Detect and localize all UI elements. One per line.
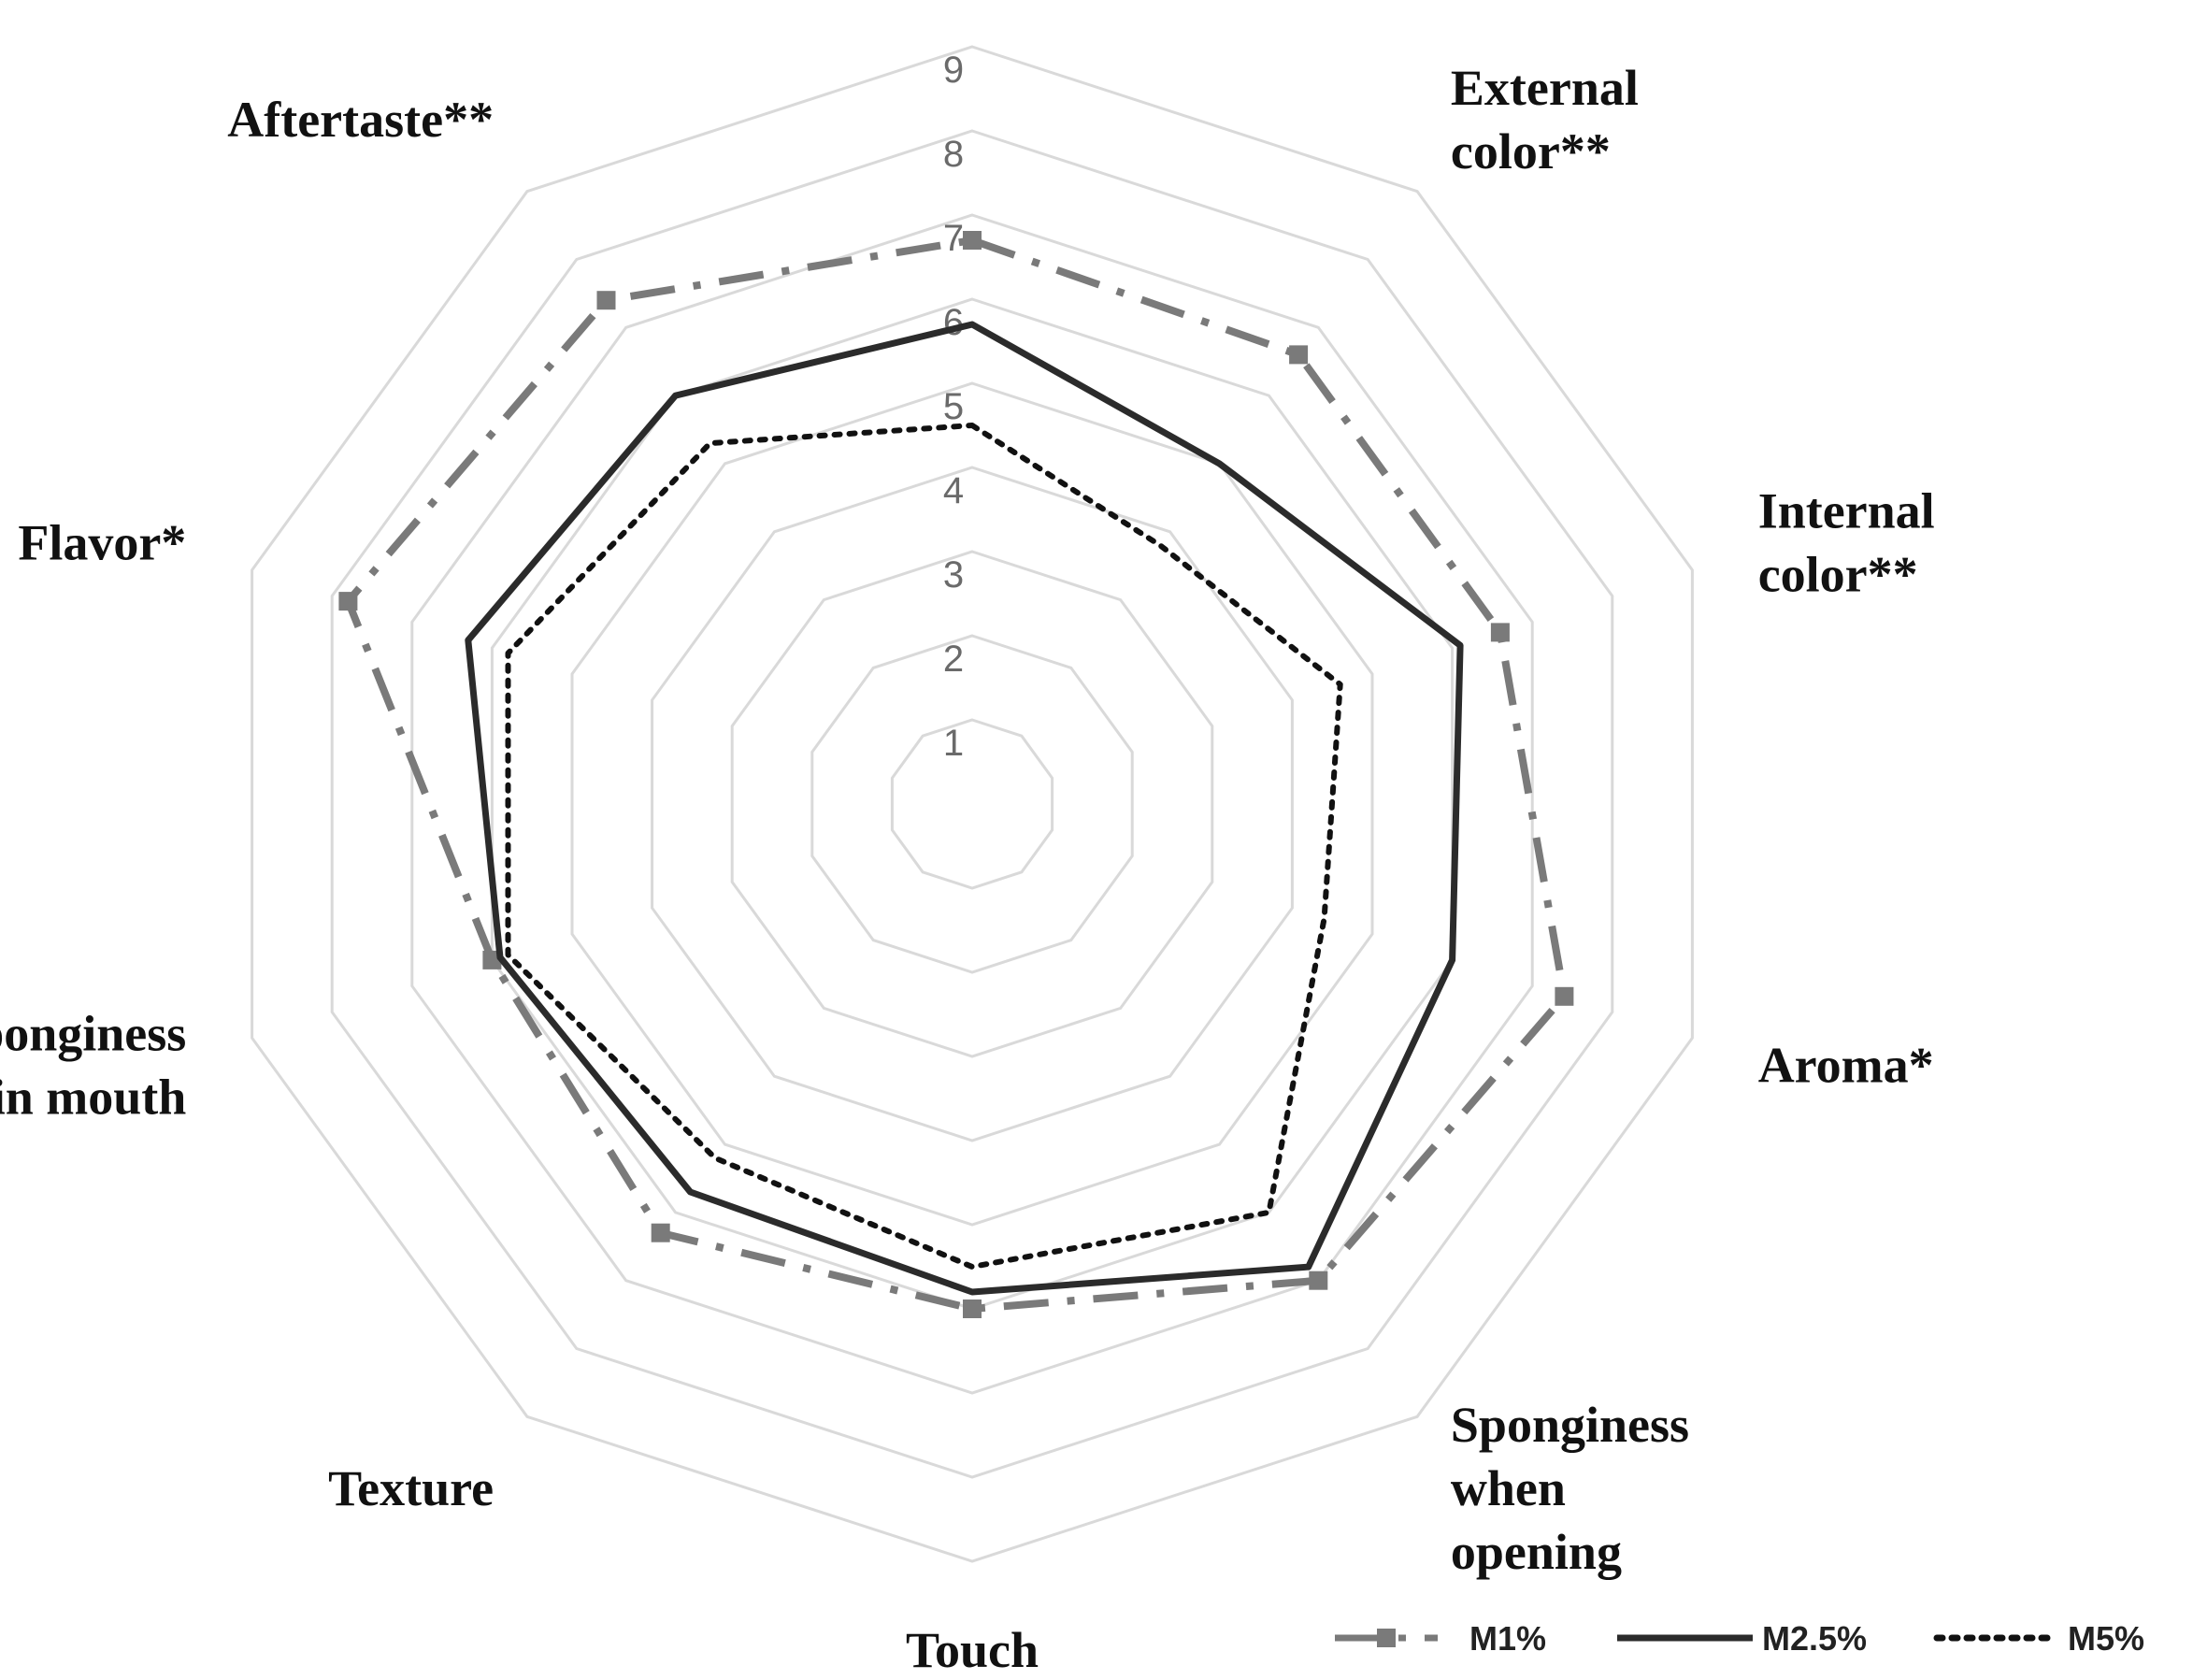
grid-ring-2 — [810, 634, 1134, 974]
legend: M1% M2.5% M5% — [1335, 1619, 2144, 1658]
axis-label-6: Texture — [328, 1460, 494, 1516]
axis-label-9: Aftertaste** — [227, 92, 494, 148]
series-1-marker-1 — [1289, 345, 1309, 365]
tick-label-1: 1 — [943, 723, 964, 764]
grid-ring-8 — [330, 129, 1614, 1479]
axis-label-8-line-0: Flavor* — [18, 514, 186, 570]
legend-label-3: M5% — [2068, 1619, 2144, 1658]
tick-label-9: 9 — [943, 50, 964, 91]
tick-label-6: 6 — [943, 302, 964, 343]
axis-label-2-line-1: color** — [1758, 546, 1918, 602]
tick-label-4: 4 — [943, 470, 964, 511]
axis-label-2: Internal color** — [1758, 482, 1935, 602]
axis-label-3: Aroma* — [1758, 1038, 1934, 1094]
series-line-2 — [465, 321, 1464, 1296]
axis-label-1: External color** — [1451, 60, 1639, 179]
axis-label-4-line-1: when — [1451, 1460, 1566, 1516]
tick-label-5: 5 — [943, 386, 964, 427]
axis-label-4-line-2: opening — [1451, 1524, 1622, 1580]
series-1-marker-9 — [596, 291, 616, 310]
axis-label-8: Flavor* — [18, 514, 186, 570]
axis-label-9-line-0: Aftertaste** — [227, 92, 494, 148]
grid-layer — [251, 45, 1694, 1563]
axis-label-4-line-0: Sponginess — [1451, 1397, 1689, 1453]
series-1-marker-0 — [963, 231, 982, 250]
series-layer — [338, 231, 1574, 1318]
series-line-3 — [505, 423, 1343, 1270]
axis-label-1-line-0: External — [1451, 60, 1639, 116]
grid-ring-4 — [651, 466, 1294, 1142]
tick-labels: 1 2 3 4 5 6 7 8 9 — [943, 50, 964, 764]
series-1-marker-6 — [651, 1223, 670, 1242]
series-line-1 — [344, 237, 1569, 1313]
grid-ring-5 — [570, 381, 1374, 1227]
axis-label-3-line-0: Aroma* — [1758, 1038, 1934, 1094]
axis-label-4: Sponginess when opening — [1451, 1397, 1689, 1580]
grid-ring-9 — [251, 45, 1694, 1563]
tick-label-7: 7 — [943, 218, 964, 259]
series-1-marker-2 — [1490, 623, 1510, 642]
series-1-marker-4 — [1309, 1271, 1328, 1290]
series-1-marker-3 — [1555, 986, 1574, 1006]
grid-ring-7 — [410, 213, 1534, 1395]
series-1-marker-8 — [338, 592, 358, 611]
grid-ring-1 — [890, 718, 1054, 890]
axis-label-6-line-0: Texture — [328, 1460, 494, 1516]
tick-label-2: 2 — [943, 639, 964, 680]
axis-label-7-line-0: Sponginess — [0, 1006, 186, 1062]
grid-ring-3 — [730, 550, 1214, 1058]
axis-label-7: Sponginess in mouth — [0, 1006, 186, 1126]
axis-labels: Aspect *Externalcolor**Internalcolor**Ar… — [0, 60, 1935, 1678]
legend-marker-1 — [1377, 1629, 1396, 1647]
axis-label-5-line-0: Touch — [906, 1622, 1039, 1678]
legend-label-1: M1% — [1469, 1619, 1546, 1658]
grid-ring-6 — [490, 297, 1455, 1311]
axis-label-7-line-1: in mouth — [0, 1070, 186, 1126]
legend-label-2: M2.5% — [1762, 1619, 1867, 1658]
axis-label-1-line-1: color** — [1451, 123, 1611, 179]
tick-label-3: 3 — [943, 554, 964, 596]
tick-label-8: 8 — [943, 134, 964, 175]
series-1-marker-5 — [963, 1299, 982, 1318]
axis-label-2-line-0: Internal — [1758, 482, 1935, 538]
axis-label-5: Touch — [906, 1622, 1039, 1678]
